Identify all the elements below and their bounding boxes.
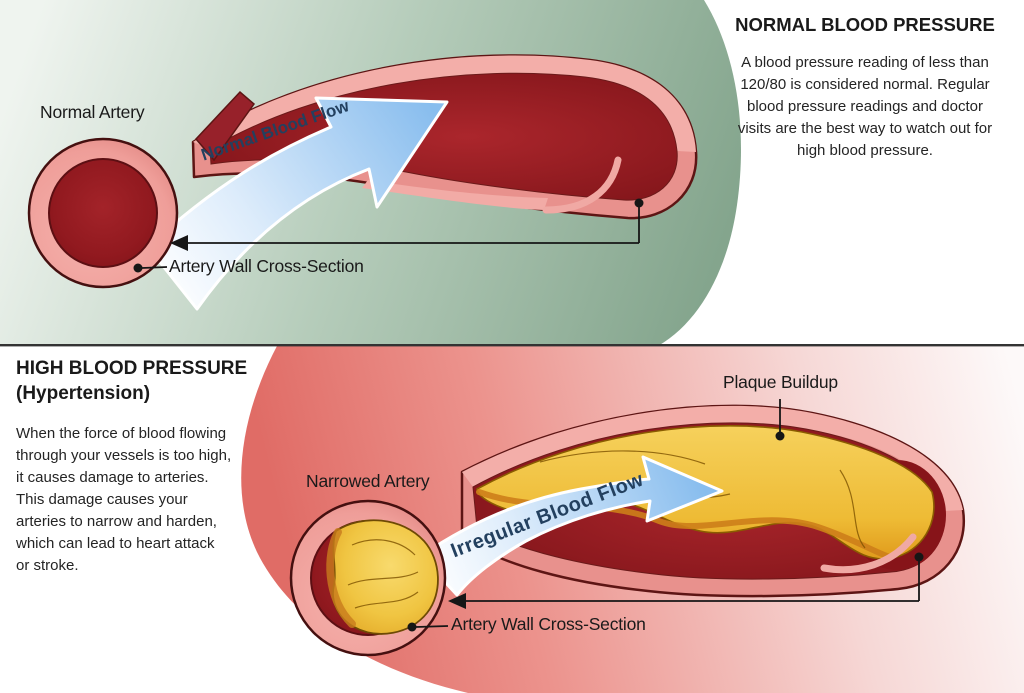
normal-artery-label: Normal Artery xyxy=(40,102,145,122)
hypertension-section-body: When the force of blood flowing through … xyxy=(16,425,232,574)
plaque-shadow-edge xyxy=(326,528,356,628)
leader-dot xyxy=(914,552,924,562)
normal-leader-lines xyxy=(133,198,644,273)
hypertension-leader-lines xyxy=(407,399,924,632)
hypertension-cross-section-label: Artery Wall Cross-Section xyxy=(451,614,646,634)
leader-line xyxy=(141,266,168,269)
tube-left-cut-face xyxy=(194,90,256,162)
section-divider xyxy=(0,344,1024,347)
tube-cap-lip xyxy=(820,533,917,574)
plaque-buildup-label: Plaque Buildup xyxy=(723,372,838,392)
leader-arrowhead xyxy=(170,235,188,251)
leader-dot xyxy=(407,622,417,632)
leader-line xyxy=(415,625,449,628)
narrowed-artery-cross-section xyxy=(289,499,447,657)
tube-upper-wall-highlight xyxy=(193,55,696,152)
tube-cut-edge-shelf xyxy=(362,180,548,210)
plaque-texture-lines xyxy=(347,539,419,609)
artery-lumen-circle xyxy=(48,158,158,268)
tube-cap-lip xyxy=(542,156,622,214)
normal-section-body: A blood pressure reading of less than 12… xyxy=(737,54,993,159)
normal-cross-section-label: Artery Wall Cross-Section xyxy=(169,256,364,276)
hypertension-section-title: HIGH BLOOD PRESSURE (Hypertension) xyxy=(16,358,248,404)
leader-dot xyxy=(133,263,143,273)
leader-dot xyxy=(634,198,644,208)
narrowed-artery-label: Narrowed Artery xyxy=(306,471,430,491)
tube-upper-wall-highlight xyxy=(462,405,963,511)
normal-section-title: NORMAL BLOOD PRESSURE xyxy=(735,14,995,35)
irregular-blood-flow-arrow xyxy=(419,455,724,597)
normal-blood-flow-arrow xyxy=(146,96,449,311)
leader-dot xyxy=(775,431,785,441)
leader-arrowhead xyxy=(448,593,466,609)
normal-artery-cross-section xyxy=(27,137,179,289)
